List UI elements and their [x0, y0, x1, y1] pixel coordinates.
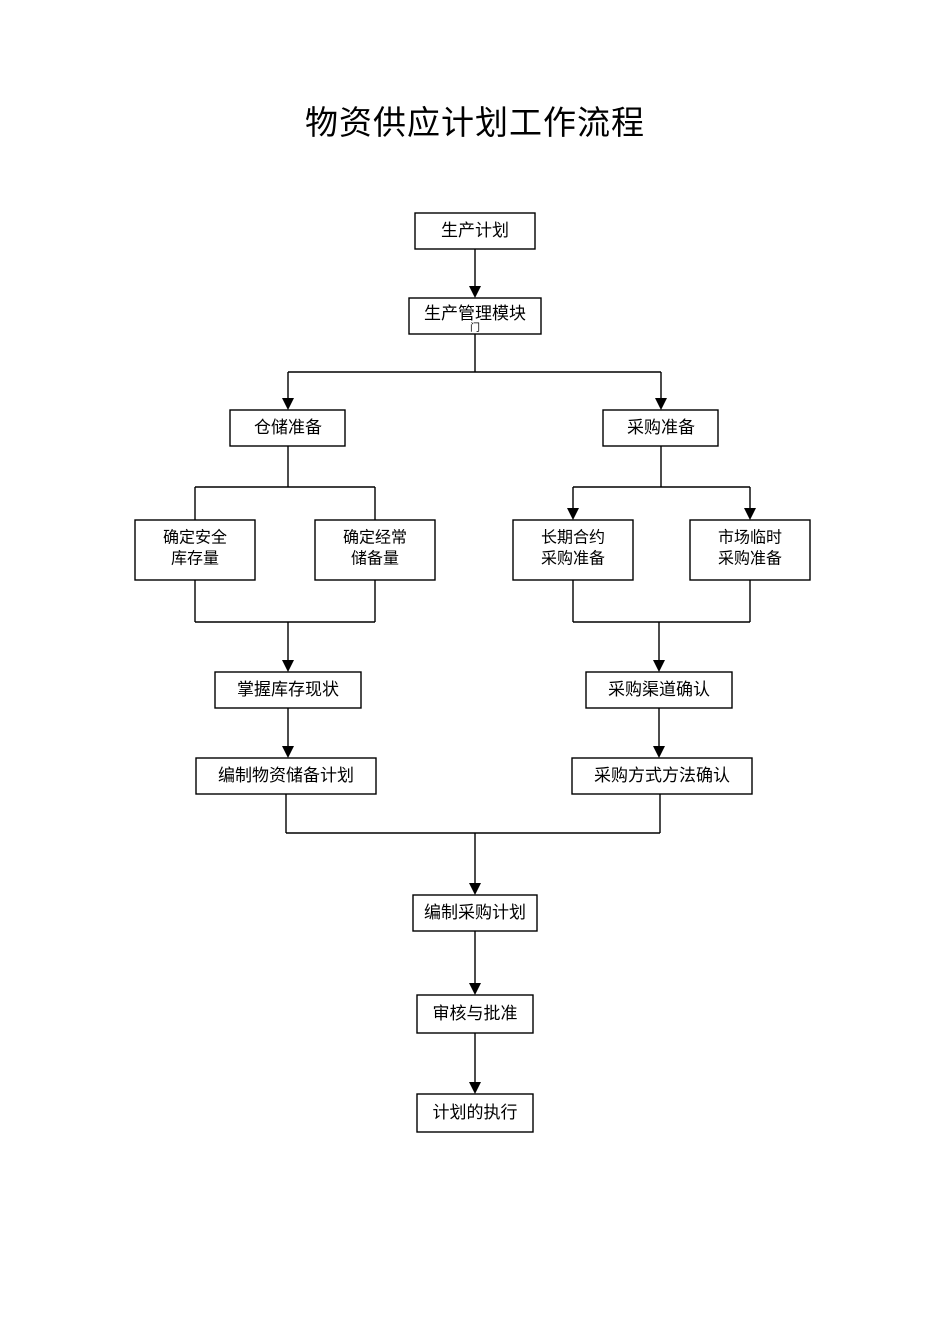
- node-box[interactable]: [512, 519, 634, 581]
- node-prepare-procurement-plan[interactable]: 编制采购计划: [412, 894, 538, 932]
- arrowhead-icon: [469, 983, 481, 995]
- node-label-line1: 长期合约: [541, 529, 605, 547]
- node-label: 计划的执行: [433, 1103, 518, 1122]
- arrowhead-icon: [282, 746, 294, 758]
- node-box[interactable]: [585, 671, 733, 709]
- edge-n9-n11: [282, 708, 294, 758]
- node-label: 仓储准备: [254, 418, 322, 437]
- node-box[interactable]: [412, 894, 538, 932]
- arrowhead-icon: [655, 398, 667, 410]
- arrowhead-icon: [469, 286, 481, 298]
- node-prepare-material-reserve-plan[interactable]: 编制物资储备计划: [195, 757, 377, 795]
- node-label-line2: 采购准备: [541, 550, 605, 568]
- edge-merge-left-row3: [194, 580, 376, 672]
- node-label: 采购渠道确认: [608, 680, 710, 699]
- node-label: 编制物资储备计划: [218, 766, 354, 785]
- edge-n1-n2: [469, 249, 481, 298]
- node-label: 掌握库存现状: [237, 680, 339, 699]
- node-box[interactable]: [416, 1093, 534, 1133]
- node-box[interactable]: [414, 212, 536, 250]
- arrowhead-icon: [744, 508, 756, 520]
- node-procurement-preparation[interactable]: 采购准备: [602, 409, 719, 447]
- arrowhead-icon: [469, 1082, 481, 1094]
- node-label-line2: 库存量: [171, 550, 219, 568]
- node-box[interactable]: [134, 519, 256, 581]
- arrowhead-icon: [653, 746, 665, 758]
- edge-n14-n15: [469, 1033, 481, 1094]
- node-box[interactable]: [195, 757, 377, 795]
- node-box[interactable]: [408, 297, 542, 335]
- node-label: 生产计划: [441, 221, 509, 240]
- node-procurement-channel-confirmation[interactable]: 采购渠道确认: [585, 671, 733, 709]
- node-label-line2: 采购准备: [718, 550, 782, 568]
- page-title: 物资供应计划工作流程: [305, 106, 645, 142]
- node-review-and-approval[interactable]: 审核与批准: [416, 994, 534, 1034]
- node-label-line2: 储备量: [351, 550, 399, 568]
- edge-n10-n12: [653, 708, 665, 758]
- node-label: 生产管理模块: [424, 304, 526, 323]
- node-long-term-contract-procurement[interactable]: 长期合约 采购准备: [512, 519, 634, 581]
- connector-layer: [194, 249, 756, 1094]
- node-label-line1: 确定经常: [343, 529, 407, 547]
- node-label: 采购方式方法确认: [594, 766, 730, 785]
- node-plan-execution[interactable]: 计划的执行: [416, 1093, 534, 1133]
- node-warehouse-preparation[interactable]: 仓储准备: [229, 409, 346, 447]
- node-box[interactable]: [571, 757, 753, 795]
- arrowhead-icon: [282, 660, 294, 672]
- node-label: 编制采购计划: [424, 903, 526, 922]
- node-label-line1: 确定安全: [163, 529, 227, 547]
- edge-n13-n14: [469, 931, 481, 995]
- node-determine-safety-stock[interactable]: 确定安全 库存量: [134, 519, 256, 581]
- node-box[interactable]: [689, 519, 811, 581]
- node-procurement-method-confirmation[interactable]: 采购方式方法确认: [571, 757, 753, 795]
- node-layer: 生产计划 生产管理模块 门 仓储准备 采购准备 确定安全: [134, 212, 811, 1133]
- node-production-plan[interactable]: 生产计划: [414, 212, 536, 250]
- edge-n2-split: [282, 334, 667, 410]
- node-box[interactable]: [314, 519, 436, 581]
- node-box[interactable]: [229, 409, 346, 447]
- node-label-line1: 市场临时: [718, 529, 782, 547]
- edge-n4-split: [567, 446, 756, 520]
- node-box[interactable]: [602, 409, 719, 447]
- edge-merge-final: [285, 794, 661, 895]
- node-production-management-module[interactable]: 生产管理模块 门: [408, 297, 542, 335]
- node-determine-regular-reserve[interactable]: 确定经常 储备量: [314, 519, 436, 581]
- node-artifact-glyph: 门: [470, 321, 480, 334]
- node-label: 审核与批准: [433, 1004, 518, 1023]
- node-box[interactable]: [416, 994, 534, 1034]
- arrowhead-icon: [282, 398, 294, 410]
- arrowhead-icon: [469, 883, 481, 895]
- node-market-temporary-procurement[interactable]: 市场临时 采购准备: [689, 519, 811, 581]
- arrowhead-icon: [653, 660, 665, 672]
- node-grasp-inventory-status[interactable]: 掌握库存现状: [214, 671, 362, 709]
- edge-n3-split: [194, 446, 376, 520]
- edge-merge-right-row3: [572, 580, 751, 672]
- node-label: 采购准备: [627, 418, 695, 437]
- node-box[interactable]: [214, 671, 362, 709]
- arrowhead-icon: [567, 508, 579, 520]
